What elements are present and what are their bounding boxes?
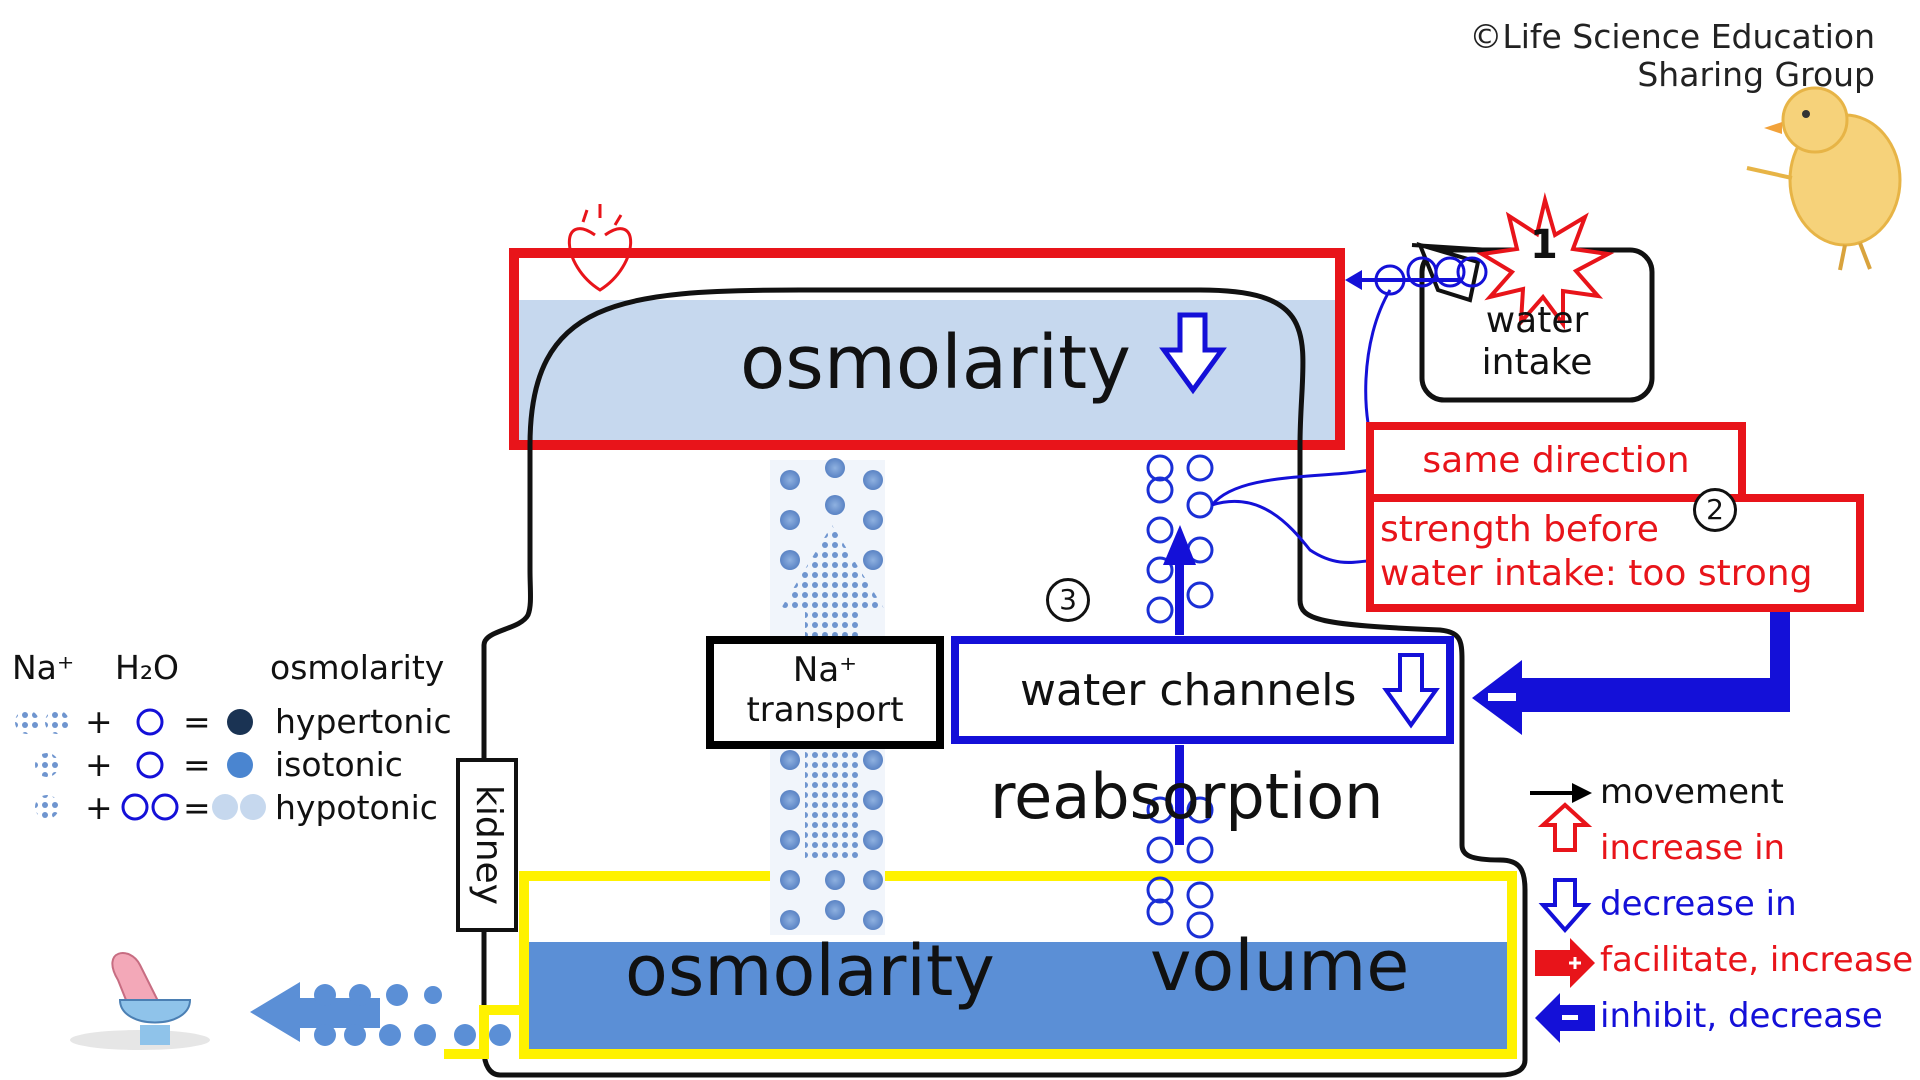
copyright-credit: ©Life Science Education Sharing Group — [1469, 18, 1875, 94]
water-intake-label: water intake — [1422, 300, 1652, 384]
heart-icon — [567, 204, 633, 292]
legend-icons — [1530, 783, 1595, 1043]
strength-line-2: water intake: too strong — [1380, 553, 1813, 594]
water-channels-label: water channels — [1020, 665, 1357, 716]
key-eq-3: = — [183, 788, 211, 827]
key-eq-1: = — [183, 702, 211, 741]
water-column — [1146, 454, 1214, 939]
burst-icon — [1476, 192, 1615, 331]
reabsorption-arrow — [1163, 525, 1196, 845]
urine-volume-label: volume — [1150, 925, 1410, 1007]
key-plus-2: + — [85, 745, 113, 784]
water-intake-line-2: intake — [1481, 342, 1593, 383]
inhibit-arrow-icon — [1472, 612, 1790, 735]
key-eq-2: = — [183, 745, 211, 784]
legend-facilitate: facilitate, increase — [1600, 940, 1914, 980]
na-transport-box — [706, 636, 944, 749]
legend-movement: movement — [1600, 772, 1784, 812]
key-hypotonic: hypotonic — [275, 788, 438, 827]
key-h2o-header: H₂O — [115, 648, 180, 687]
key-hypertonic: hypertonic — [275, 702, 452, 741]
key-isotonic: isotonic — [275, 745, 403, 784]
strength-label: strength before water intake: too strong — [1380, 508, 1812, 596]
water-channels-box — [951, 636, 1454, 744]
na-transport-label: Na⁺ transport — [714, 650, 936, 730]
legend-increase: increase in — [1600, 828, 1786, 868]
urine-fill — [528, 942, 1508, 1050]
water-intake-arrow — [1345, 256, 1488, 296]
strength-line-1: strength before — [1380, 509, 1659, 550]
blood-osmolarity-label: osmolarity — [740, 320, 1131, 406]
strength-box — [1366, 494, 1864, 612]
na-transport-line-2: transport — [746, 690, 904, 730]
kidney-label: kidney — [468, 785, 509, 905]
cup-icon — [1411, 241, 1491, 303]
marker-3: 3 — [1046, 578, 1090, 622]
toilet-icon — [70, 952, 210, 1050]
chick-illustration — [1746, 86, 1902, 271]
reabsorption-label: reabsorption — [990, 760, 1384, 833]
key-na-header: Na⁺ — [12, 648, 75, 687]
legend-decrease: decrease in — [1600, 884, 1797, 924]
key-symbols — [15, 708, 266, 821]
credit-line-2: Sharing Group — [1637, 55, 1875, 94]
kidney-label-box — [456, 758, 518, 932]
water-channels-decrease-icon — [1382, 653, 1440, 729]
credit-line-1: ©Life Science Education — [1469, 17, 1875, 56]
blood-frame — [509, 248, 1345, 450]
marker-2: 2 — [1693, 488, 1737, 532]
key-osm-header: osmolarity — [270, 648, 445, 687]
urine-frame — [519, 871, 1517, 1059]
same-direction-label: same direction — [1422, 440, 1690, 481]
na-transport-line-1: Na⁺ — [792, 650, 858, 690]
marker-1: 1 — [1530, 222, 1558, 268]
water-intake-line-1: water — [1485, 300, 1589, 341]
blood-osmolarity-decrease-icon — [1159, 312, 1227, 395]
legend-inhibit: inhibit, decrease — [1600, 996, 1883, 1036]
urine-osmolarity-label: osmolarity — [625, 930, 995, 1012]
excretion-arrow — [250, 982, 511, 1046]
same-direction-box — [1366, 422, 1746, 506]
key-plus-3: + — [85, 788, 113, 827]
key-plus-1: + — [85, 702, 113, 741]
